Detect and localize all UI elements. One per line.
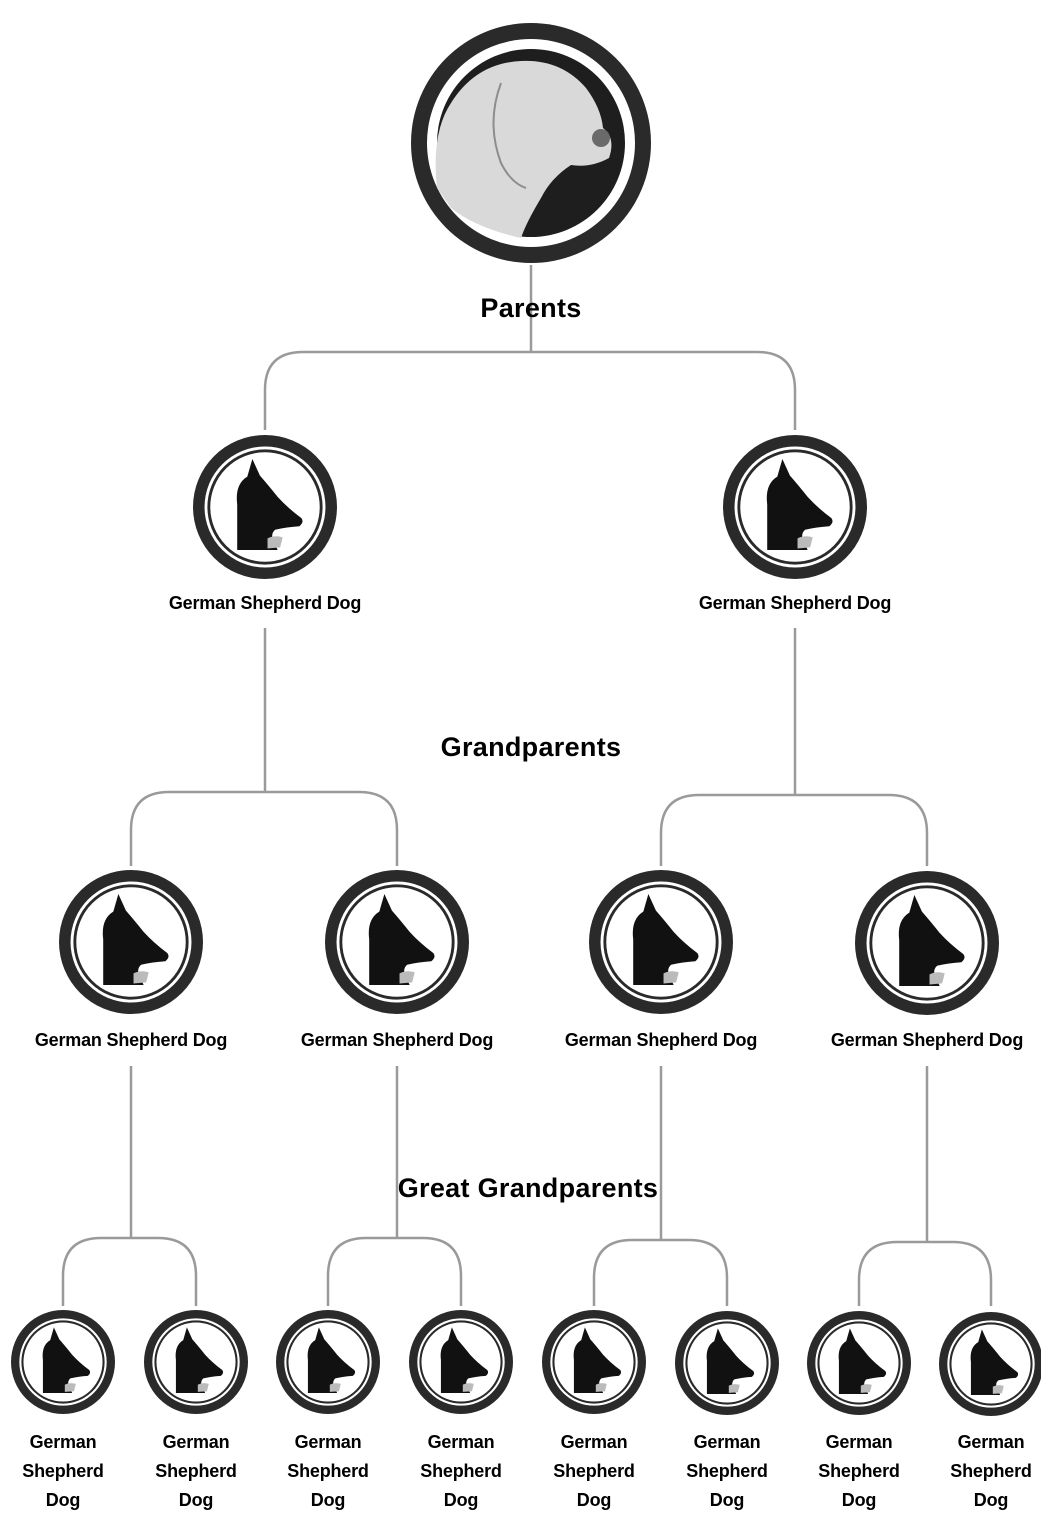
german-shepherd-head-icon — [573, 1327, 622, 1394]
german-shepherd-head-icon — [307, 1327, 356, 1394]
german-shepherd-head-icon — [236, 458, 303, 550]
level-label-grandparents: Grandparents — [440, 732, 622, 762]
level-label-parents: Parents — [480, 293, 582, 323]
great-grandparent-dog-node — [11, 1310, 115, 1414]
connector-gp1-to-greatgrandparents — [61, 1066, 198, 1306]
connector-gp4-to-greatgrandparents — [857, 1066, 993, 1306]
connector-gp2-to-greatgrandparents — [326, 1066, 463, 1306]
connector-parent1-to-grandparents — [129, 628, 399, 866]
parent-dog-node — [193, 435, 337, 579]
great-grandparent-dog-node — [542, 1310, 646, 1414]
level-label-great-grandparents: Great Grandparents — [397, 1173, 659, 1203]
connector-root-to-parents — [263, 265, 797, 430]
parent-breed-label: German Shepherd Dog — [698, 593, 892, 613]
root-dog-node — [411, 23, 651, 263]
great-grandparent-dog-node — [675, 1311, 779, 1415]
german-shepherd-head-icon — [970, 1329, 1019, 1396]
great-grandparent-dog-node — [409, 1310, 513, 1414]
connector-parent2-to-grandparents — [659, 628, 929, 866]
grandparent-dog-node — [855, 871, 999, 1015]
german-shepherd-head-icon — [102, 893, 169, 985]
grandparent-breed-label: German Shepherd Dog — [34, 1030, 228, 1050]
great-grandparent-dog-node — [939, 1312, 1041, 1416]
great-grandparent-dog-node — [807, 1311, 911, 1415]
parent-dog-node — [723, 435, 867, 579]
connector-lines — [61, 265, 993, 1306]
parent-breed-label: German Shepherd Dog — [168, 593, 362, 613]
great-grandparent-dog-node — [144, 1310, 248, 1414]
great-grandparent-dog-node — [276, 1310, 380, 1414]
connector-gp3-to-greatgrandparents — [592, 1066, 729, 1306]
dog-nodes — [11, 23, 1041, 1416]
grandparent-dog-node — [325, 870, 469, 1014]
german-shepherd-head-icon — [175, 1327, 224, 1394]
german-shepherd-head-icon — [766, 458, 833, 550]
grandparent-breed-label: German Shepherd Dog — [300, 1030, 494, 1050]
grandparent-dog-node — [59, 870, 203, 1014]
grandparent-dog-node — [589, 870, 733, 1014]
grandparent-breed-label: German Shepherd Dog — [830, 1030, 1024, 1050]
german-shepherd-head-icon — [440, 1327, 489, 1394]
grandparent-breed-label: German Shepherd Dog — [564, 1030, 758, 1050]
german-shepherd-head-icon — [706, 1328, 755, 1395]
german-shepherd-head-icon — [632, 893, 699, 985]
german-shepherd-head-icon — [838, 1328, 887, 1395]
subject-dog-head-icon — [435, 60, 612, 238]
german-shepherd-head-icon — [42, 1327, 91, 1394]
german-shepherd-head-icon — [898, 894, 965, 986]
german-shepherd-head-icon — [368, 893, 435, 985]
